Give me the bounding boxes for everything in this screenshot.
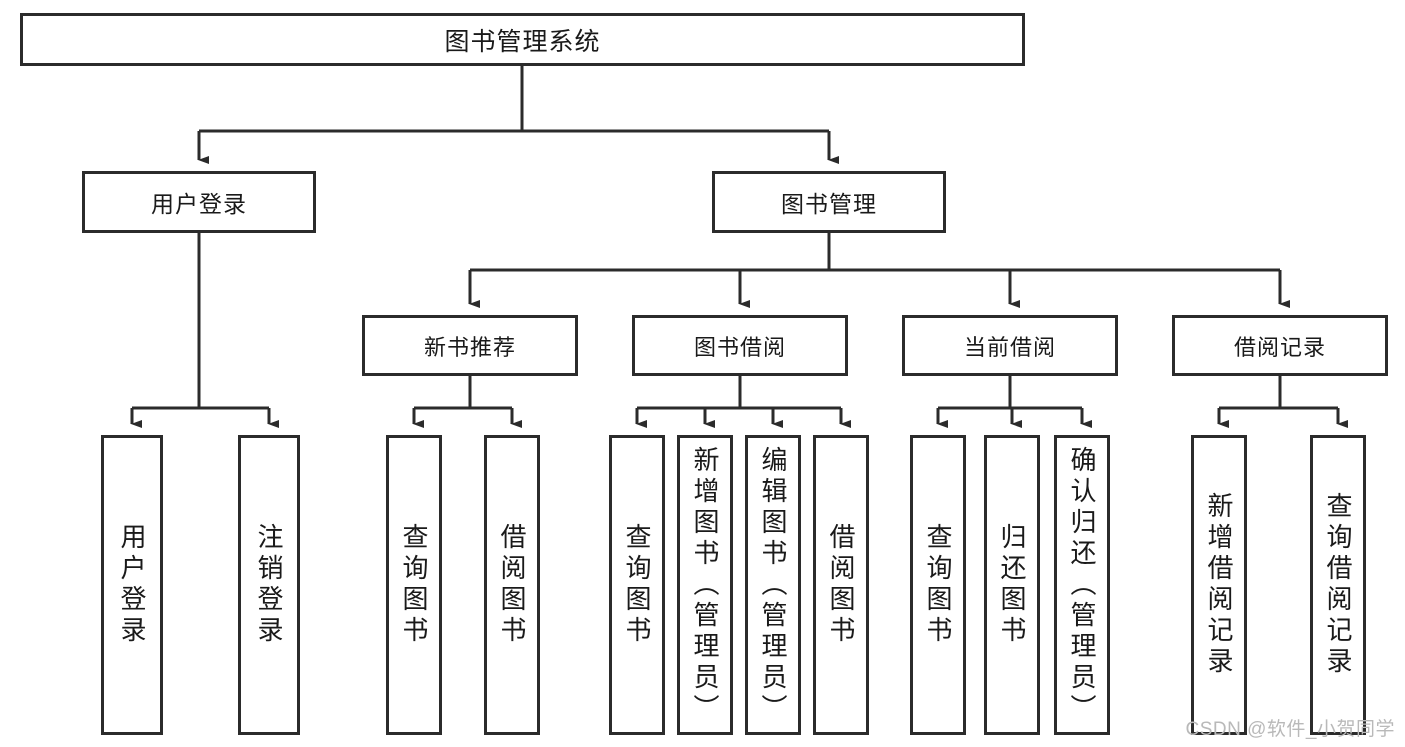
- node-leaf-confirm-return-label: 确认归还（管理员）: [1067, 445, 1097, 725]
- node-book-manage[interactable]: 图书管理: [712, 171, 946, 233]
- node-new-book-rec[interactable]: 新书推荐: [362, 315, 578, 376]
- node-leaf-add-book-label: 新增图书（管理员）: [690, 445, 720, 725]
- node-leaf-query-book-rec-label: 查询图书: [399, 523, 429, 647]
- node-leaf-query-record[interactable]: 查询借阅记录: [1310, 435, 1366, 735]
- node-leaf-logout[interactable]: 注销登录: [238, 435, 300, 735]
- node-leaf-query-book[interactable]: 查询图书: [609, 435, 665, 735]
- node-user-login[interactable]: 用户登录: [82, 171, 316, 233]
- node-leaf-query-book-cur-label: 查询图书: [923, 523, 953, 647]
- node-borrow-record[interactable]: 借阅记录: [1172, 315, 1388, 376]
- node-leaf-query-record-label: 查询借阅记录: [1323, 492, 1353, 678]
- node-leaf-add-record-label: 新增借阅记录: [1204, 492, 1234, 678]
- node-leaf-query-book-label: 查询图书: [622, 523, 652, 647]
- node-leaf-confirm-return[interactable]: 确认归还（管理员）: [1054, 435, 1110, 735]
- node-leaf-user-login[interactable]: 用户登录: [101, 435, 163, 735]
- node-borrow-record-label: 借阅记录: [1233, 334, 1326, 360]
- node-root-label: 图书管理系统: [444, 27, 601, 56]
- node-leaf-return-book-label: 归还图书: [997, 523, 1027, 647]
- node-user-login-label: 用户登录: [151, 191, 247, 217]
- node-leaf-user-login-label: 用户登录: [117, 523, 147, 647]
- node-leaf-return-book[interactable]: 归还图书: [984, 435, 1040, 735]
- node-leaf-query-book-cur[interactable]: 查询图书: [910, 435, 966, 735]
- node-leaf-borrow-book-rec-label: 借阅图书: [497, 523, 527, 647]
- node-leaf-edit-book-label: 编辑图书（管理员）: [758, 445, 788, 725]
- node-leaf-borrow-book-rec[interactable]: 借阅图书: [484, 435, 540, 735]
- node-current-borrow-label: 当前借阅: [963, 334, 1056, 360]
- node-root[interactable]: 图书管理系统: [20, 13, 1025, 66]
- node-leaf-logout-label: 注销登录: [254, 523, 284, 647]
- node-leaf-edit-book[interactable]: 编辑图书（管理员）: [745, 435, 801, 735]
- node-leaf-add-book[interactable]: 新增图书（管理员）: [677, 435, 733, 735]
- node-leaf-borrow-book-label: 借阅图书: [826, 523, 856, 647]
- node-leaf-borrow-book[interactable]: 借阅图书: [813, 435, 869, 735]
- csdn-watermark: CSDN @软件_小贺同学: [1185, 719, 1395, 740]
- node-current-borrow[interactable]: 当前借阅: [902, 315, 1118, 376]
- node-leaf-query-book-rec[interactable]: 查询图书: [386, 435, 442, 735]
- node-book-manage-label: 图书管理: [781, 191, 877, 217]
- node-new-book-rec-label: 新书推荐: [423, 334, 516, 360]
- node-leaf-add-record[interactable]: 新增借阅记录: [1191, 435, 1247, 735]
- node-book-borrow[interactable]: 图书借阅: [632, 315, 848, 376]
- node-book-borrow-label: 图书借阅: [693, 334, 786, 360]
